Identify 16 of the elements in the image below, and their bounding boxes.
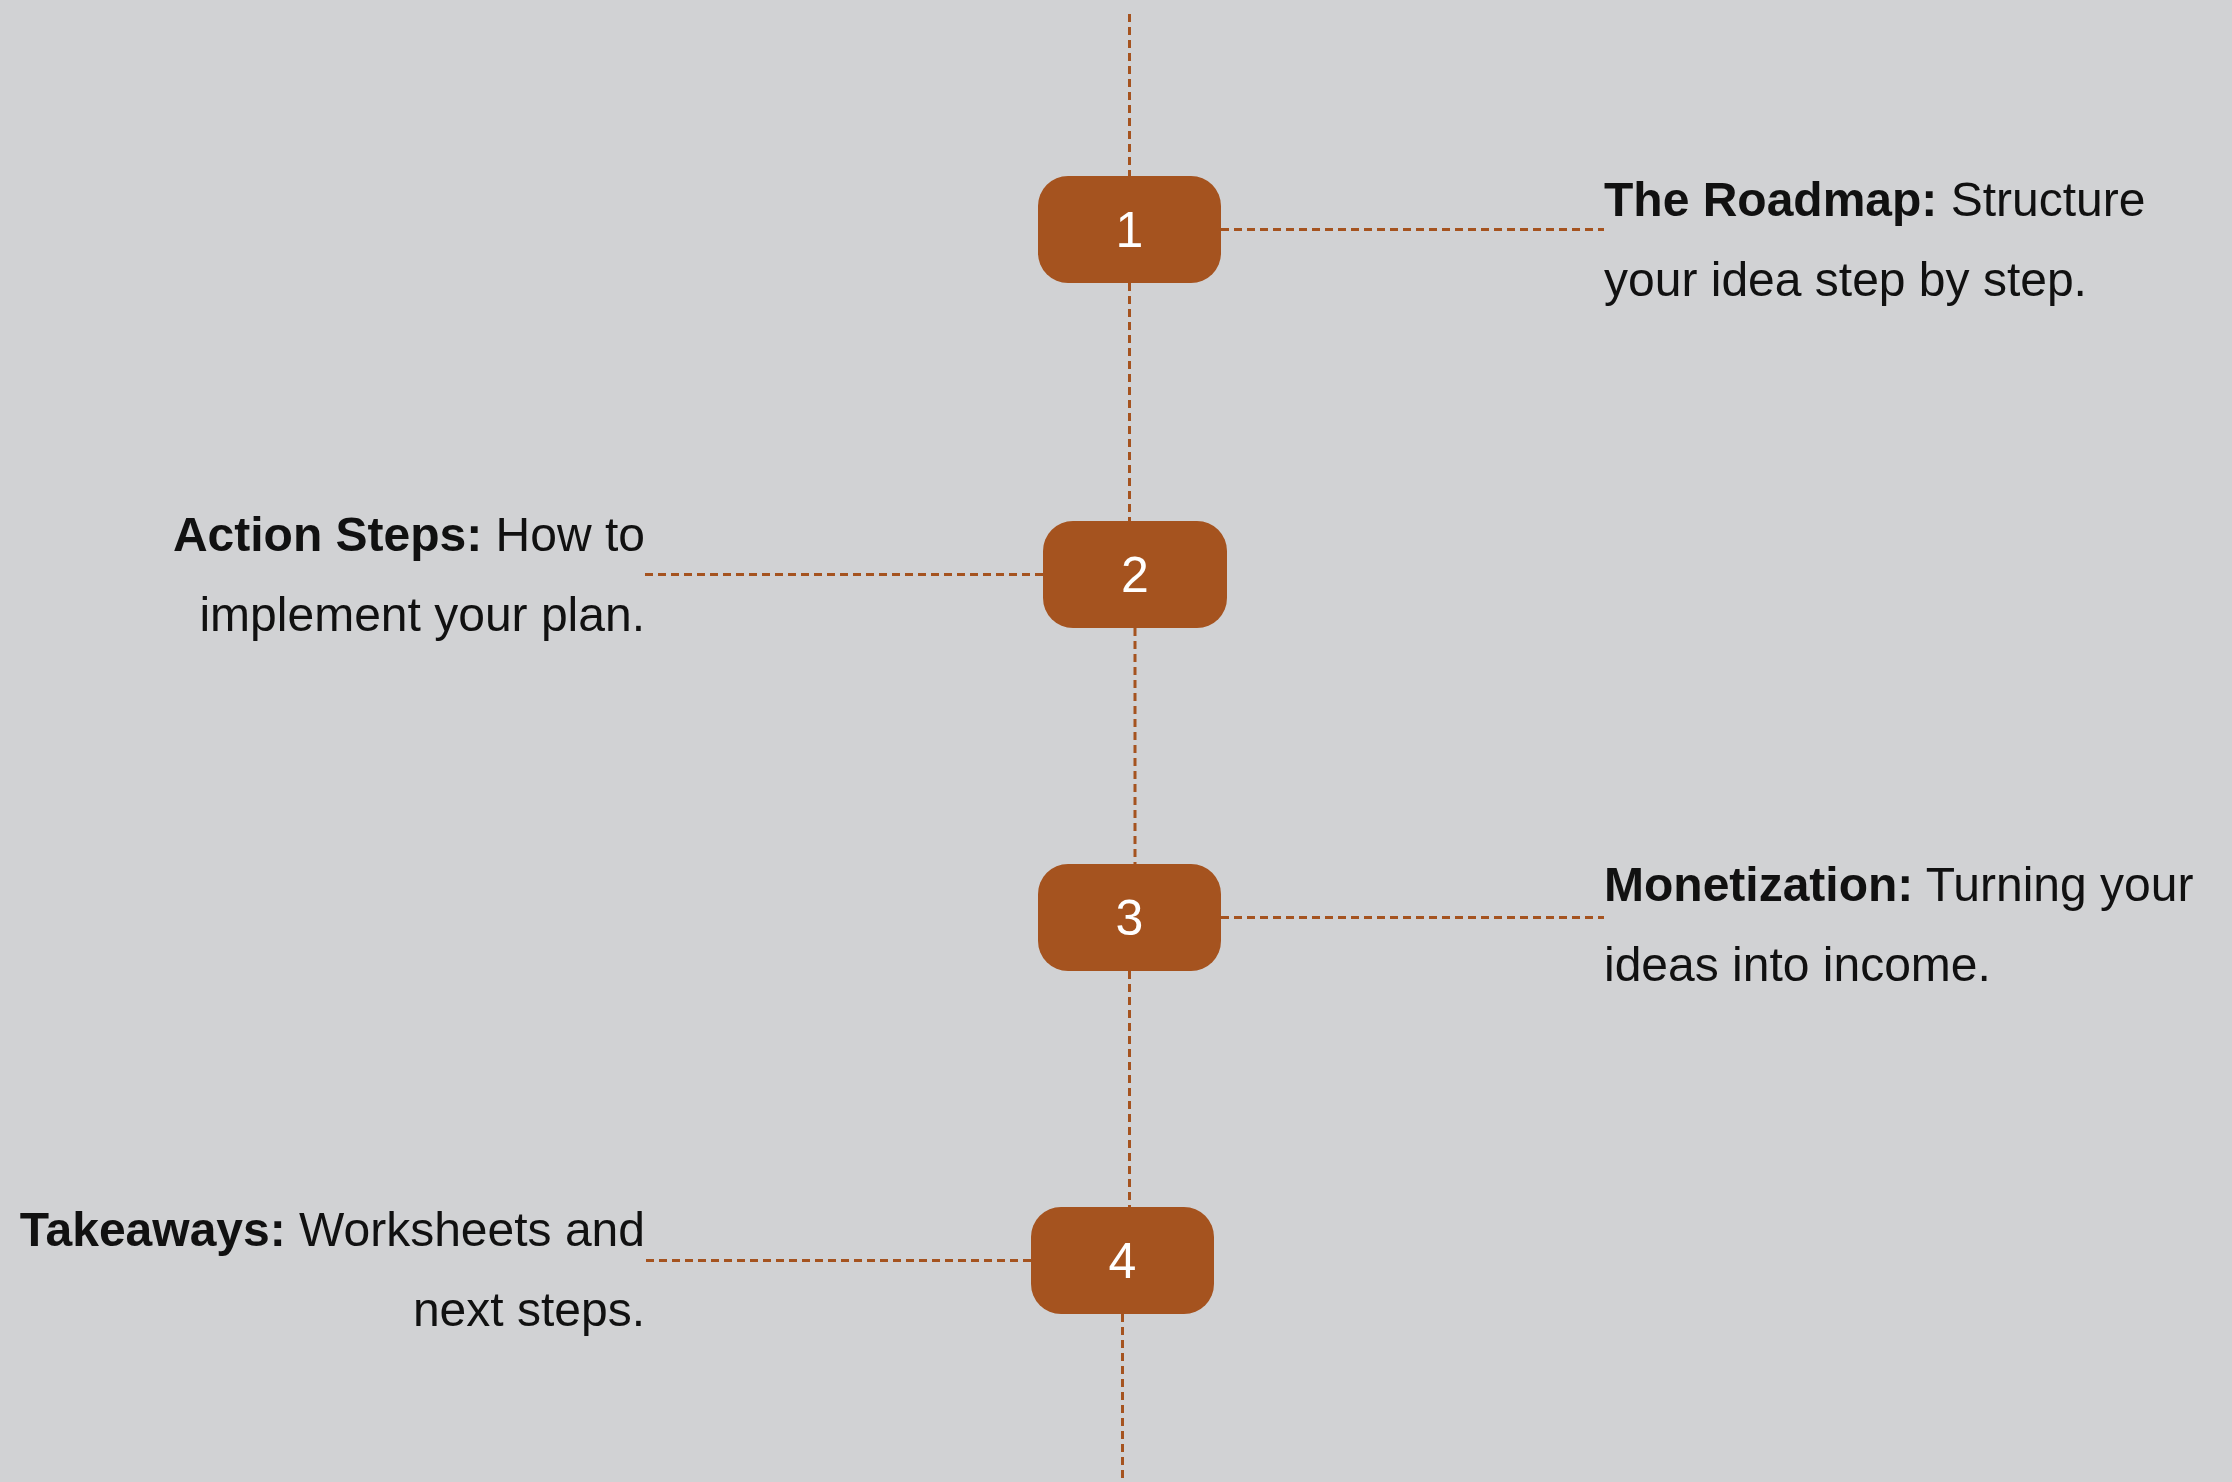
- step-number-badge: 3: [1038, 864, 1221, 971]
- step-number-badge: 2: [1043, 521, 1227, 628]
- dashed-connector: [1128, 971, 1131, 1207]
- step-number-badge: 4: [1031, 1207, 1214, 1314]
- step-description: Action Steps: How to implement your plan.: [60, 495, 645, 655]
- dashed-connector: [645, 573, 1043, 576]
- dashed-connector: [1133, 628, 1137, 864]
- dashed-connector: [1221, 228, 1604, 231]
- dashed-connector: [1128, 283, 1131, 521]
- dashed-connector: [1221, 916, 1604, 919]
- step-description: Monetization: Turning your ideas into income.: [1604, 845, 2224, 1005]
- dashed-connector: [645, 1259, 1031, 1262]
- step-description: The Roadmap: Structure your idea step by step.: [1604, 160, 2224, 320]
- timeline-line: [1128, 14, 1131, 176]
- step-number-badge: 1: [1038, 176, 1221, 283]
- step-description: Takeaways: Worksheets and next steps.: [10, 1190, 645, 1350]
